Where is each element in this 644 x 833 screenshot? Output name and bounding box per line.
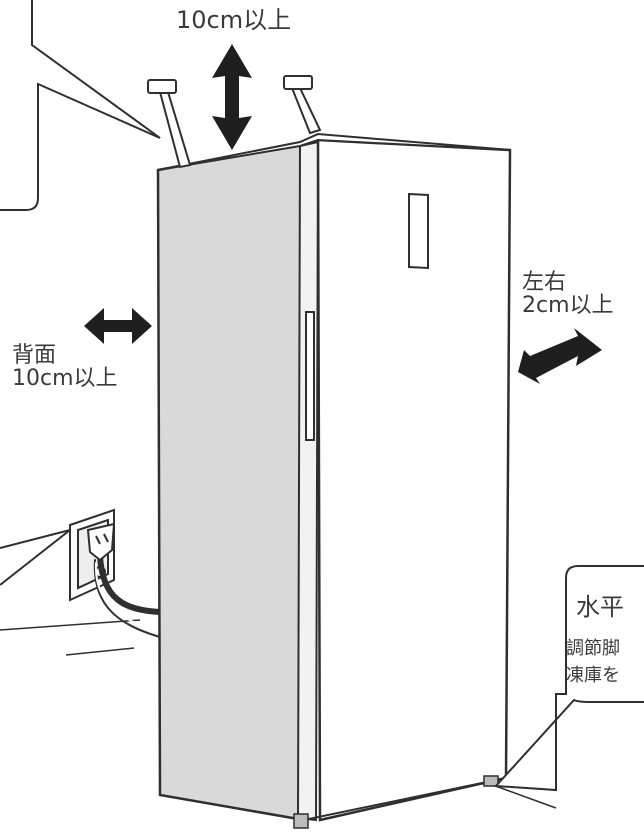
back-clearance-label: 背面 10cm以上 <box>12 344 118 390</box>
side-label-line2: 2cm以上 <box>522 293 614 319</box>
level-callout-body: 調節脚 凍庫を <box>566 635 620 689</box>
back-clearance-arrow <box>84 308 152 344</box>
side-label-line1: 左右 <box>522 270 567 295</box>
freezer-body <box>156 132 512 829</box>
back-label-line2: 10cm以上 <box>12 366 118 392</box>
side-clearance-arrow <box>518 328 602 384</box>
top-left-callout <box>0 0 161 211</box>
top-clearance-label: 10cm以上 <box>176 6 292 34</box>
level-callout-line2: 凍庫を <box>566 665 620 686</box>
outlet-callout <box>0 529 71 586</box>
door-handle <box>305 311 315 441</box>
side-foot <box>483 775 499 787</box>
rear-spacers <box>147 75 322 169</box>
level-callout-title: 水平 <box>576 593 624 621</box>
control-panel <box>408 192 429 270</box>
plug-icon <box>86 522 116 562</box>
level-callout-box <box>493 565 644 792</box>
side-clearance-label: 左右 2cm以上 <box>522 271 614 317</box>
floor-lines <box>0 619 557 809</box>
top-clearance-arrow <box>212 44 252 150</box>
front-foot <box>293 813 309 829</box>
power-cord <box>93 552 163 638</box>
level-callout-line1: 調節脚 <box>566 638 620 659</box>
back-label-line1: 背面 <box>12 343 57 368</box>
